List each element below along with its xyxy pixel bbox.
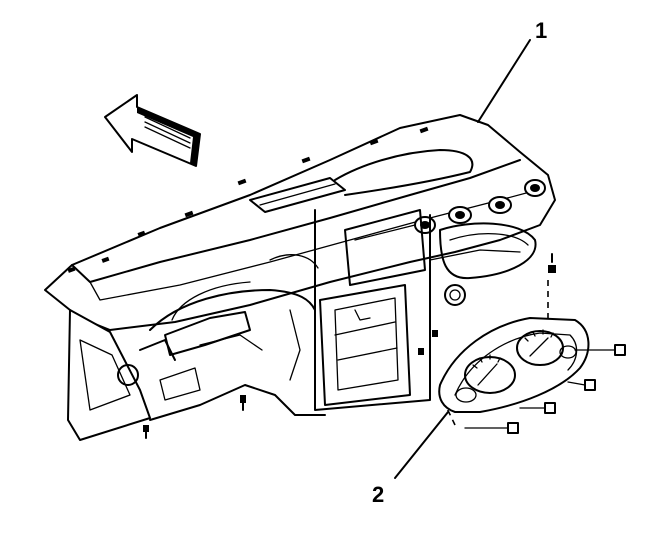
forward-arrow-icon <box>104 94 201 167</box>
callout-2-label: 2 <box>372 482 384 507</box>
instrument-panel <box>44 114 556 441</box>
panel-fasteners <box>143 253 556 439</box>
callout-1-label: 1 <box>535 18 547 43</box>
defroster-vents <box>67 126 429 273</box>
instrument-cluster <box>438 317 590 413</box>
cluster-screws <box>464 344 626 434</box>
callout-1-leader <box>477 39 531 123</box>
callout-2-leader <box>394 411 449 479</box>
